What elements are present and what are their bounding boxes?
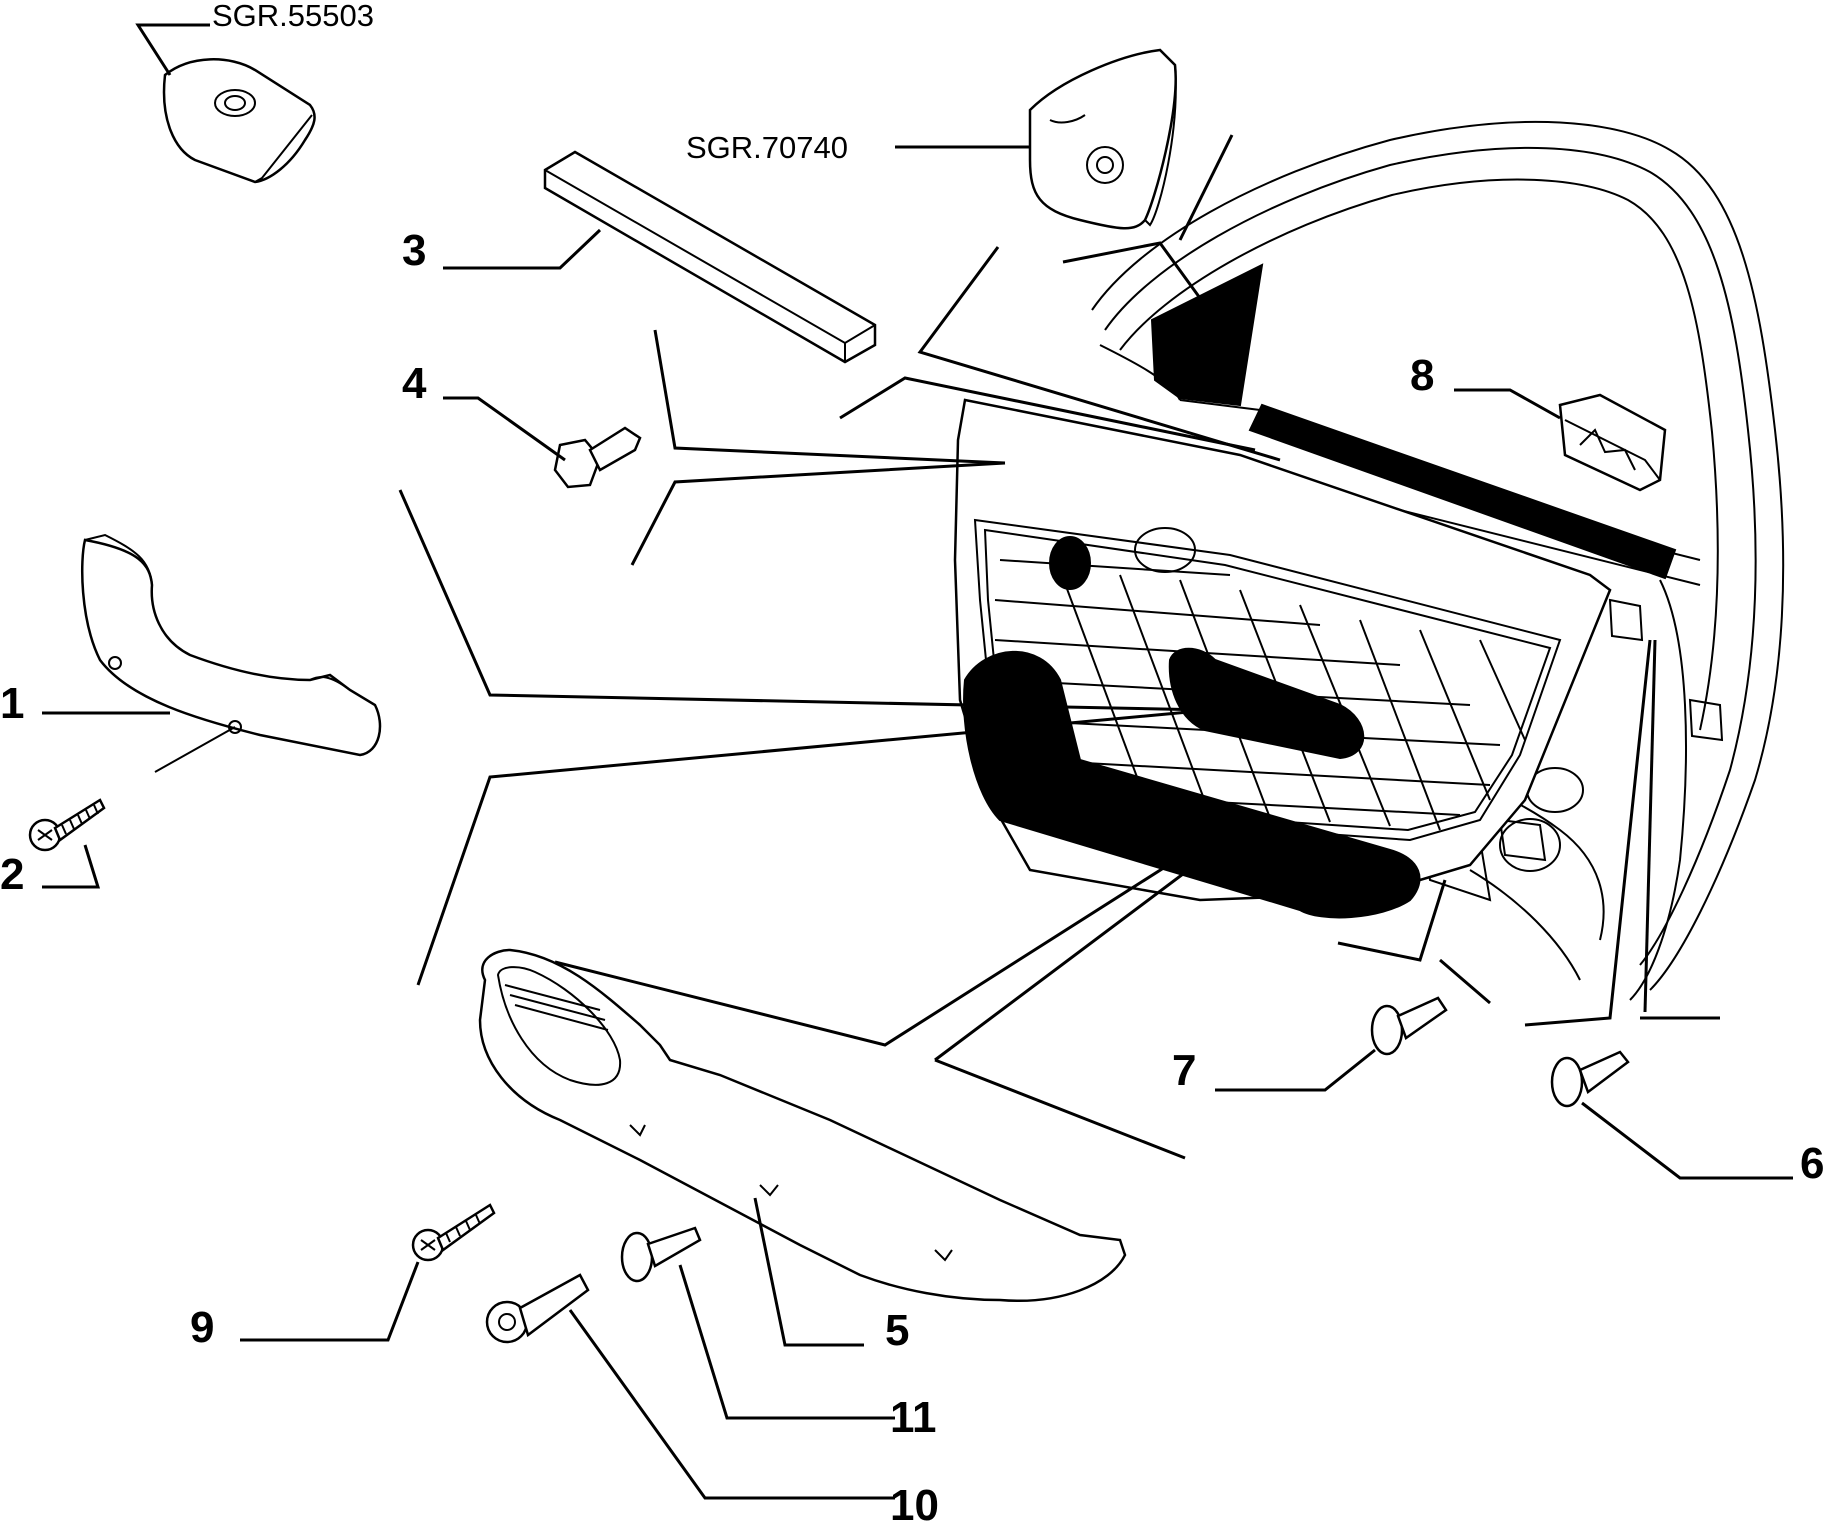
- part-2-screw: [28, 798, 106, 852]
- part-5-door-panel-lower: [478, 948, 1127, 1302]
- callout-7: 7: [1172, 1046, 1196, 1095]
- callout-6: 6: [1800, 1139, 1824, 1188]
- ref-label-sgr-55503: SGR.55503: [212, 0, 374, 33]
- callout-2: 2: [0, 850, 24, 899]
- callout-3: 3: [402, 226, 426, 275]
- part-11-fastener: [620, 1226, 702, 1283]
- callout-1: 1: [0, 679, 24, 728]
- part-10-bolt: [485, 1273, 590, 1344]
- part-3-trim-strip: [543, 150, 877, 364]
- callout-11: 11: [890, 1393, 937, 1442]
- ref-label-sgr-70740: SGR.70740: [686, 130, 848, 165]
- ref-kit-70740-drawing: [1028, 48, 1177, 230]
- ref-kit-55503-drawing: [162, 58, 316, 184]
- part-9-screw: [411, 1203, 496, 1262]
- leader-lines: [42, 23, 1793, 1500]
- window-corner-seal: [1150, 263, 1264, 407]
- callout-10: 10: [890, 1481, 939, 1522]
- window-belt-seal: [1248, 403, 1677, 580]
- callout-5: 5: [885, 1306, 909, 1355]
- part-1-grab-handle: [80, 533, 382, 757]
- part-6-fastener: [1550, 1050, 1630, 1108]
- door-trim-panel: [953, 398, 1612, 919]
- part-7-fastener: [1370, 996, 1448, 1056]
- part-8-clip: [1558, 393, 1667, 492]
- part-4-push-clip: [553, 426, 642, 489]
- callout-8: 8: [1410, 351, 1434, 400]
- callout-4: 4: [402, 359, 427, 408]
- callout-9: 9: [190, 1303, 214, 1352]
